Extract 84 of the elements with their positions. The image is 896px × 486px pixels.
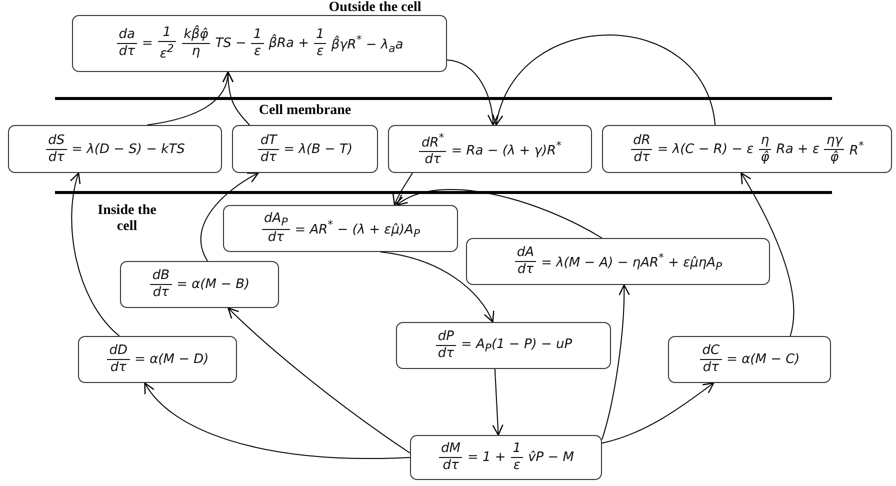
equation-term: R$^{*}$ xyxy=(849,139,864,159)
equation-term: β̂Ra + xyxy=(268,36,310,51)
arrow xyxy=(222,71,250,126)
denominator: dτ xyxy=(631,148,652,164)
arrow xyxy=(392,172,413,206)
numerator: dS xyxy=(47,134,66,148)
numerator: dC xyxy=(701,344,721,359)
equation-term: = α(M − B) xyxy=(176,277,250,292)
equation-term: = α(M − D) xyxy=(134,352,209,367)
region-label: Cell membrane xyxy=(258,103,352,119)
arrow xyxy=(70,172,120,336)
region-label: Outside the cell xyxy=(328,0,422,16)
denominator: dτ xyxy=(46,148,67,164)
denominator: dτ xyxy=(116,43,137,59)
arrow xyxy=(740,172,794,336)
numerator: dM xyxy=(440,442,462,457)
equation-term: = xyxy=(142,36,153,51)
equation-term: TS − xyxy=(215,36,246,51)
equation-box xyxy=(410,435,602,480)
equation-box xyxy=(466,238,770,285)
equation-term: = λ(C − R) − ε xyxy=(657,142,754,156)
denominator: dτ xyxy=(107,359,130,375)
equation-box xyxy=(78,336,237,383)
equation-term: v̂P − M xyxy=(528,450,574,465)
denominator: dτ xyxy=(150,284,172,300)
equation-term: = A$_{P}$(1 − P) − uP xyxy=(460,336,572,354)
equation-term: = λ(B − T) xyxy=(284,142,353,156)
numerator: dP xyxy=(436,330,455,345)
numerator: dR xyxy=(632,134,652,148)
arrow xyxy=(200,172,259,262)
denominator: ε xyxy=(251,43,264,59)
denominator: ε xyxy=(314,43,326,59)
equation-term: = 1 + xyxy=(467,450,506,465)
denominator: dτ xyxy=(700,359,722,375)
arrow xyxy=(446,60,498,126)
numerator: 1 xyxy=(315,28,326,43)
equation-box xyxy=(120,261,279,308)
equation-box xyxy=(232,125,378,173)
denominator: dτ xyxy=(439,457,462,473)
numerator: dR$^{*}$ xyxy=(420,132,446,151)
equation-box xyxy=(8,125,222,173)
denominator: φ̂ xyxy=(824,148,844,164)
region-label: Inside the cell xyxy=(96,203,158,235)
arrow xyxy=(380,252,494,323)
equation-box xyxy=(396,322,611,369)
equation-term: β̂γR$^{*}$ − λ$_{a}$a xyxy=(331,32,404,54)
numerator: dB xyxy=(151,269,171,284)
denominator: dτ xyxy=(258,148,279,164)
denominator: dτ xyxy=(262,229,290,245)
arrow xyxy=(144,382,410,459)
equation-term: = α(M − C) xyxy=(726,352,800,367)
equation-term: = λ(M − A) − ηAR$^{*}$ + εμ̂ηA$_{P}$ xyxy=(541,250,722,272)
equation-box xyxy=(388,125,592,173)
arrow xyxy=(396,189,602,238)
numerator: η xyxy=(760,134,770,148)
denominator: ε$^{2}$ xyxy=(158,40,176,61)
equation-box xyxy=(72,15,447,72)
equation-box xyxy=(223,205,458,252)
numerator: dA$_{P}$ xyxy=(263,212,289,230)
numerator: dT xyxy=(259,134,278,148)
numerator: da xyxy=(118,28,136,43)
denominator: φ̂ xyxy=(758,148,772,164)
equation-box xyxy=(602,125,892,173)
numerator: 1 xyxy=(512,442,522,457)
arrow xyxy=(602,284,630,440)
numerator: dA xyxy=(516,246,536,261)
denominator: dτ xyxy=(419,150,446,166)
numerator: 1 xyxy=(252,28,263,43)
equation-term: = AR$^{*}$ − (λ + εμ̂)A$_{P}$ xyxy=(294,218,420,240)
arrow xyxy=(228,307,410,454)
arrow xyxy=(602,382,714,444)
equation-term: = Ra − (λ + γ)R$^{*}$ xyxy=(451,139,562,159)
equation-term: Ra + ε xyxy=(776,142,820,156)
equation-box xyxy=(668,336,831,383)
arrow xyxy=(492,368,504,436)
numerator: ηγ xyxy=(825,134,844,148)
denominator: ε xyxy=(510,457,524,473)
arrow xyxy=(494,34,716,126)
denominator: dτ xyxy=(514,261,536,277)
denominator: dτ xyxy=(436,345,456,361)
numerator: 1 xyxy=(162,26,172,41)
denominator: η xyxy=(182,43,210,59)
equation-term: = λ(D − S) − kTS xyxy=(72,142,185,156)
numerator: dD xyxy=(108,344,129,359)
